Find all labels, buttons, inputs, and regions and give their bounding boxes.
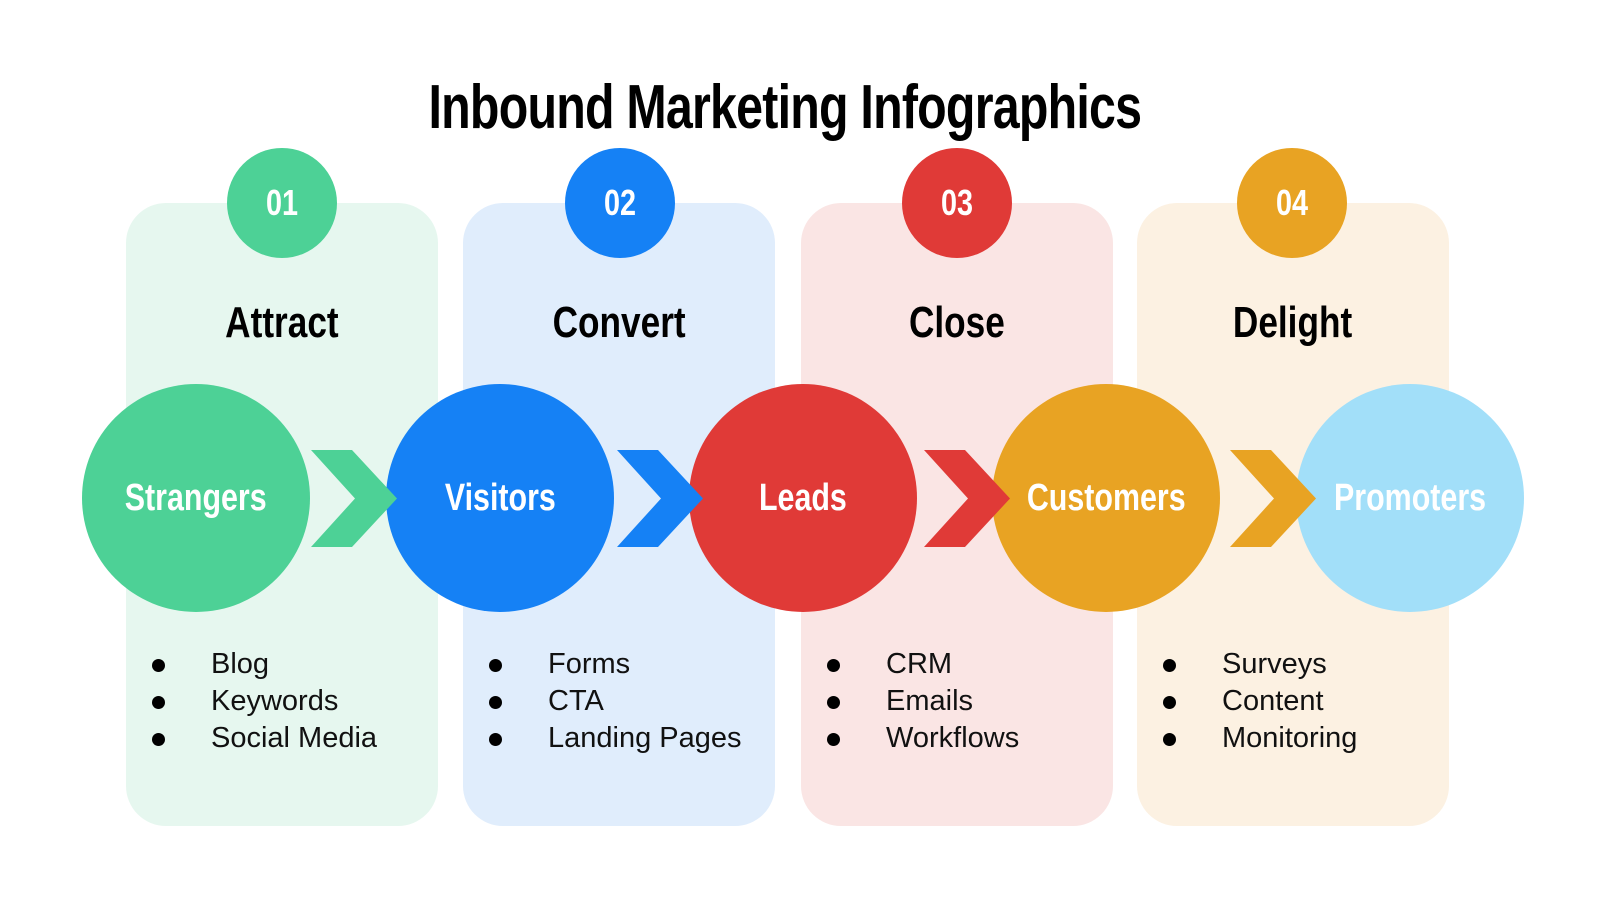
bullet-dot-icon [489,733,502,746]
list-item: CTA [463,683,742,720]
list-item: CRM [801,646,1019,683]
list-item: Content [1137,683,1357,720]
step-label: Close [801,298,1113,348]
list-item-text: Emails [886,685,974,717]
step-item-list: Surveys Content Monitoring [1137,646,1357,757]
list-item-text: Keywords [211,685,339,717]
step-label-text: Delight [1233,298,1353,347]
node-label: Strangers [125,476,267,519]
step-item-list: CRM Emails Workflows [801,646,1019,757]
bullet-dot-icon [827,696,840,709]
node-promoters: Promoters [1296,384,1524,612]
list-item: Workflows [801,720,1019,757]
step-item-list: Forms CTA Landing Pages [463,646,742,757]
page-title-text: Inbound Marketing Infographics [428,73,1143,142]
step-label-text: Close [909,298,1005,347]
step-label-text: Attract [225,298,339,347]
step-label: Convert [463,298,775,348]
bullet-dot-icon [1163,696,1176,709]
step-number: 02 [603,182,637,223]
step-number: 01 [265,182,299,223]
node-visitors: Visitors [386,384,614,612]
list-item: Keywords [126,683,377,720]
step-label-text: Convert [552,298,686,347]
list-item-text: Landing Pages [548,722,742,754]
list-item-text: CRM [886,648,953,680]
chevron-right-icon [924,450,1010,547]
list-item-text: Surveys [1222,648,1327,680]
node-label: Leads [759,476,847,519]
step-number-badge: 01 [227,148,337,258]
node-label: Promoters [1333,476,1487,519]
list-item: Emails [801,683,1019,720]
list-item: Surveys [1137,646,1357,683]
list-item-text: Social Media [211,722,378,754]
list-item-text: Workflows [886,722,1020,754]
step-number: 04 [1275,182,1309,223]
node-strangers: Strangers [82,384,310,612]
node-customers: Customers [992,384,1220,612]
node-label: Visitors [444,476,556,519]
bullet-dot-icon [1163,733,1176,746]
list-item: Social Media [126,720,377,757]
step-label: Delight [1137,298,1449,348]
node-label: Customers [1026,476,1186,519]
node-leads: Leads [689,384,917,612]
list-item-text: Content [1222,685,1324,717]
bullet-dot-icon [489,696,502,709]
list-item-text: Forms [548,648,631,680]
chevron-right-icon [1230,450,1316,547]
bullet-dot-icon [152,733,165,746]
list-item: Blog [126,646,377,683]
list-item-text: CTA [548,685,604,717]
bullet-dot-icon [489,659,502,672]
step-number-badge: 04 [1237,148,1347,258]
step-number: 03 [940,182,974,223]
step-item-list: Blog Keywords Social Media [126,646,377,757]
list-item-text: Monitoring [1222,722,1358,754]
list-item: Forms [463,646,742,683]
page-title: Inbound Marketing Infographics [0,72,1570,143]
bullet-dot-icon [1163,659,1176,672]
bullet-dot-icon [152,696,165,709]
chevron-right-icon [617,450,703,547]
list-item: Landing Pages [463,720,742,757]
list-item: Monitoring [1137,720,1357,757]
list-item-text: Blog [211,648,270,680]
bullet-dot-icon [152,659,165,672]
bullet-dot-icon [827,659,840,672]
step-number-badge: 03 [902,148,1012,258]
bullet-dot-icon [827,733,840,746]
chevron-right-icon [311,450,397,547]
step-number-badge: 02 [565,148,675,258]
step-label: Attract [126,298,438,348]
